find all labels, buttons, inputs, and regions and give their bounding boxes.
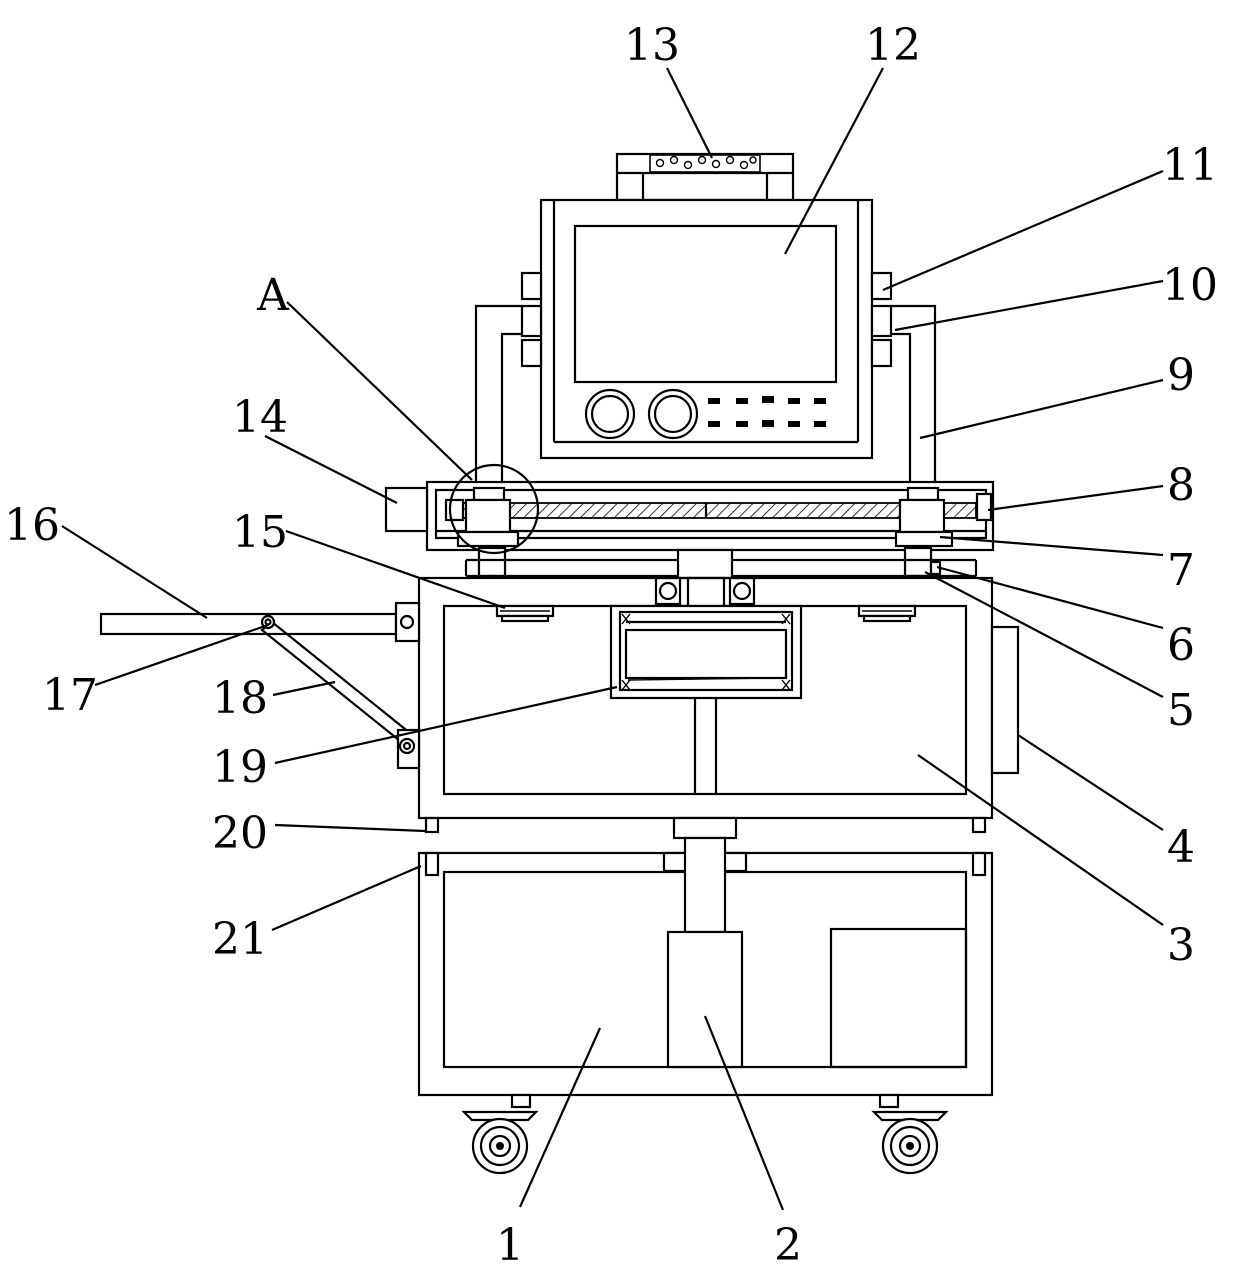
- label-15: 15: [232, 507, 288, 558]
- label-2: 2: [774, 1220, 802, 1269]
- motor: [386, 488, 427, 531]
- label-18: 18: [212, 673, 268, 724]
- label-10: 10: [1162, 260, 1218, 311]
- spring-left: [497, 606, 553, 621]
- display-screen: [575, 226, 836, 382]
- side-box: [992, 627, 1018, 773]
- lower-cabinet: [419, 838, 992, 1095]
- label-16: 16: [4, 500, 60, 551]
- label-12: 12: [865, 20, 921, 71]
- label-9: 9: [1167, 350, 1195, 401]
- label-3: 3: [1167, 920, 1195, 971]
- label-5: 5: [1167, 685, 1195, 736]
- label-19: 19: [212, 742, 268, 793]
- drawer-module: [611, 606, 801, 698]
- label-14: 14: [232, 392, 288, 443]
- upper-box: [419, 578, 1018, 818]
- label-1: 1: [496, 1220, 524, 1269]
- label-17: 17: [42, 670, 98, 721]
- label-8: 8: [1167, 460, 1195, 511]
- label-11: 11: [1162, 140, 1218, 191]
- label-4: 4: [1167, 822, 1195, 873]
- caster-left: [464, 1095, 536, 1173]
- label-7: 7: [1167, 545, 1195, 596]
- label-20: 20: [212, 808, 268, 859]
- caster-right: [874, 1095, 946, 1173]
- display-housing: [541, 200, 872, 458]
- label-6: 6: [1167, 620, 1195, 671]
- label-13: 13: [624, 20, 680, 71]
- lift-cylinder: [668, 932, 742, 1067]
- label-a: A: [256, 270, 290, 321]
- connectors: [426, 818, 985, 838]
- slider-right: [896, 488, 952, 576]
- label-21: 21: [212, 914, 268, 965]
- spring-right: [859, 606, 915, 621]
- top-handle: [617, 154, 793, 200]
